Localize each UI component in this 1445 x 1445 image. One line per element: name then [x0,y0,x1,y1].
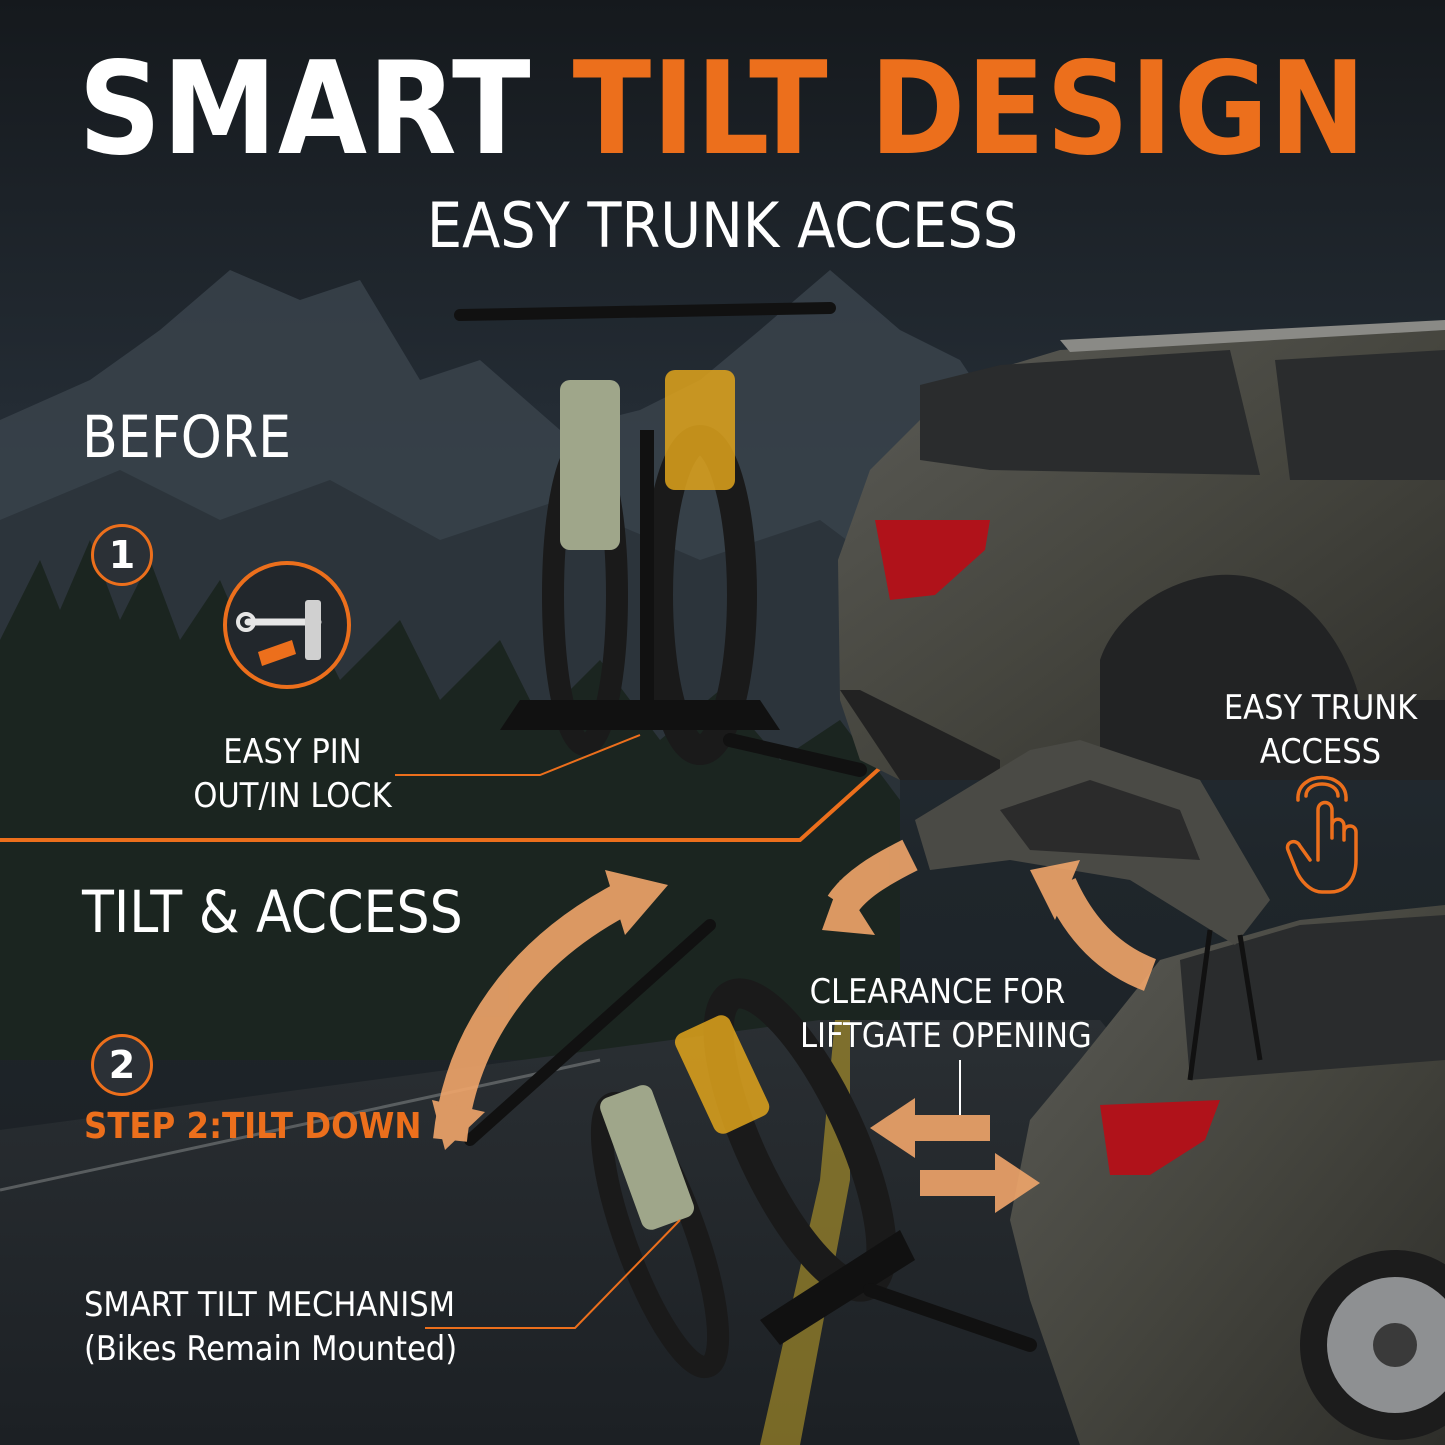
mechanism-line2: (Bikes Remain Mounted) [84,1329,458,1369]
mechanism-leader-line [425,1219,681,1329]
suv-bottom [915,740,1445,1445]
step-2-text: STEP 2:TILT DOWN [84,1106,422,1147]
clearance-arrows [870,1098,1040,1213]
tap-hand-icon [1285,775,1358,894]
road-center-line [760,1020,850,1445]
bikes-upright [454,302,867,777]
pin-lock-caption-line1: EASY PIN [223,732,362,772]
pin-lock-icon [223,561,351,689]
pin-lock-caption: EASY PIN OUT/IN LOCK [190,730,395,818]
pin-lock-caption-line2: OUT/IN LOCK [193,776,392,816]
suv-top [838,320,1445,780]
liftgate-down-arrow [822,839,918,935]
forest-treeline [0,540,900,1060]
suv-bottom-taillight [1100,1100,1220,1175]
tilt-arc-arrow [432,870,668,1150]
mechanism-caption: SMART TILT MECHANISM (Bikes Remain Mount… [84,1283,457,1371]
headline-orange: TILT DESIGN [572,35,1367,184]
clearance-callout: CLEARANCE FOR LIFTGATE OPENING [800,970,1092,1058]
step-2-badge: 2 [91,1034,153,1096]
road-edge-line [0,1058,601,1192]
trunk-access-line1: EASY TRUNK [1223,688,1418,728]
clearance-line2: LIFTGATE OPENING [800,1016,1092,1056]
clearance-line1: CLEARANCE FOR [809,972,1066,1012]
headline: SMART TILT DESIGN [0,40,1445,180]
trunk-access-callout: EASY TRUNK ACCESS [1218,686,1423,774]
headline-white: SMART [78,35,532,184]
tilt-access-label: TILT & ACCESS [82,878,463,946]
trunk-access-line2: ACCESS [1259,732,1382,772]
subheadline: EASY TRUNK ACCESS [426,189,1019,262]
liftgate-up-arrow [1030,860,1157,991]
bikes-tilted [464,919,1037,1379]
suv-top-taillight [875,520,990,600]
pin-leader-line [395,734,641,776]
before-label: BEFORE [82,403,292,471]
mechanism-line1: SMART TILT MECHANISM [84,1285,456,1325]
step-1-badge: 1 [91,524,153,586]
